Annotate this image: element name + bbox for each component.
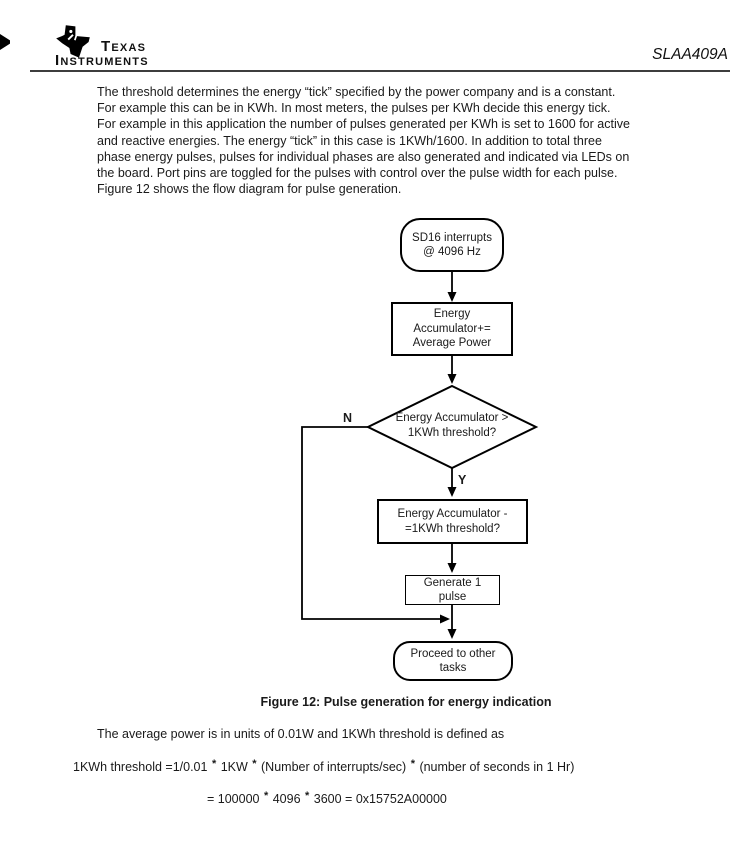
- flow-node-decision-text: 1KWh threshold?: [407, 427, 497, 439]
- multiply-star: *: [252, 758, 257, 770]
- branch-label-no: N: [343, 411, 353, 425]
- intro-line: For example this can be in KWh. In most …: [97, 101, 611, 116]
- flow-diagram: SD16 interrupts @ 4096 Hz Energy Accumul…: [0, 210, 752, 688]
- flow-node-subtract: Energy Accumulator - =1KWh threshold?: [377, 499, 528, 544]
- brand-instruments: INSTRUMENTS: [55, 52, 149, 69]
- formula-segment: 1KWh threshold =1/0.01: [73, 760, 211, 774]
- brand-texas-rest: EXAS: [111, 42, 147, 54]
- brand-instruments-rest: NSTRUMENTS: [60, 56, 149, 68]
- formula-segment: 4096: [269, 792, 305, 806]
- multiply-star: *: [211, 758, 217, 770]
- figure-caption: Figure 12: Pulse generation for energy i…: [260, 695, 552, 709]
- flow-node-accumulate-text: Accumulator+=: [413, 322, 491, 335]
- flow-node-decision-label: Energy Accumulator > 1KWh threshold?: [372, 411, 532, 441]
- flow-node-generate-text: Generate 1: [423, 576, 482, 589]
- flow-node-proceed: Proceed to other tasks: [393, 641, 513, 681]
- flow-node-proceed-text: tasks: [439, 662, 467, 674]
- formula-segment: 3600 = 0x15752A00000: [310, 792, 447, 806]
- formula-segment: 1KW: [217, 760, 252, 774]
- flow-node-start: SD16 interrupts @ 4096 Hz: [400, 218, 504, 272]
- flow-node-proceed-text: Proceed to other: [410, 647, 496, 660]
- page-edge-artifact: [0, 34, 10, 50]
- multiply-star: *: [410, 758, 415, 770]
- decision-diamond: [365, 384, 539, 470]
- brand-texas-initial: T: [101, 38, 112, 55]
- flow-connectors: [301, 272, 539, 639]
- flow-node-start-text: SD16 interrupts: [412, 231, 492, 244]
- flow-node-decision-text: Energy Accumulator >: [395, 412, 509, 424]
- brand-instruments-initial: I: [55, 52, 61, 69]
- multiply-star: *: [305, 790, 310, 802]
- brand-texas: TEXAS: [101, 38, 146, 55]
- flow-node-start-text: @ 4096 Hz: [423, 246, 481, 258]
- intro-line: the board. Port pins are toggled for the…: [97, 166, 618, 181]
- formula-segment: = 100000: [207, 792, 263, 806]
- flow-node-generate: Generate 1 pulse: [405, 575, 500, 605]
- branch-label-yes: Y: [458, 473, 467, 487]
- flow-node-generate-text: pulse: [438, 591, 467, 603]
- intro-line: Figure 12 shows the flow diagram for pul…: [97, 182, 402, 197]
- flow-node-accumulate-text: Energy: [433, 308, 471, 321]
- threshold-formula-line: 1KWh threshold =1/0.01 * 1KW * (Number o…: [73, 758, 575, 774]
- flow-node-subtract-text: Energy Accumulator -: [397, 508, 508, 520]
- intro-line: and reactive energies. The energy “tick”…: [97, 133, 602, 148]
- flow-node-accumulate: Energy Accumulator+= Average Power: [391, 302, 513, 356]
- intro-paragraph: The threshold determines the energy “tic…: [97, 84, 630, 197]
- formula-segment: (number of seconds in 1 Hr): [415, 760, 575, 774]
- formula-segment: (Number of interrupts/sec): [257, 760, 410, 774]
- avg-power-line: The average power is in units of 0.01W a…: [97, 727, 505, 741]
- document-number: SLAA409A: [652, 46, 728, 63]
- threshold-result-line: = 100000 * 4096 * 3600 = 0x15752A00000: [207, 790, 447, 806]
- ti-texas-logo-icon: [56, 25, 90, 58]
- flow-node-subtract-text: =1KWh threshold?: [405, 522, 500, 535]
- intro-line: For example in this application the numb…: [97, 117, 630, 132]
- multiply-star: *: [263, 790, 269, 802]
- flow-node-accumulate-text: Average Power: [412, 337, 492, 350]
- header-divider: [30, 70, 730, 72]
- intro-line: The threshold determines the energy “tic…: [97, 85, 616, 99]
- intro-line: phase energy pulses, pulses for individu…: [97, 149, 630, 164]
